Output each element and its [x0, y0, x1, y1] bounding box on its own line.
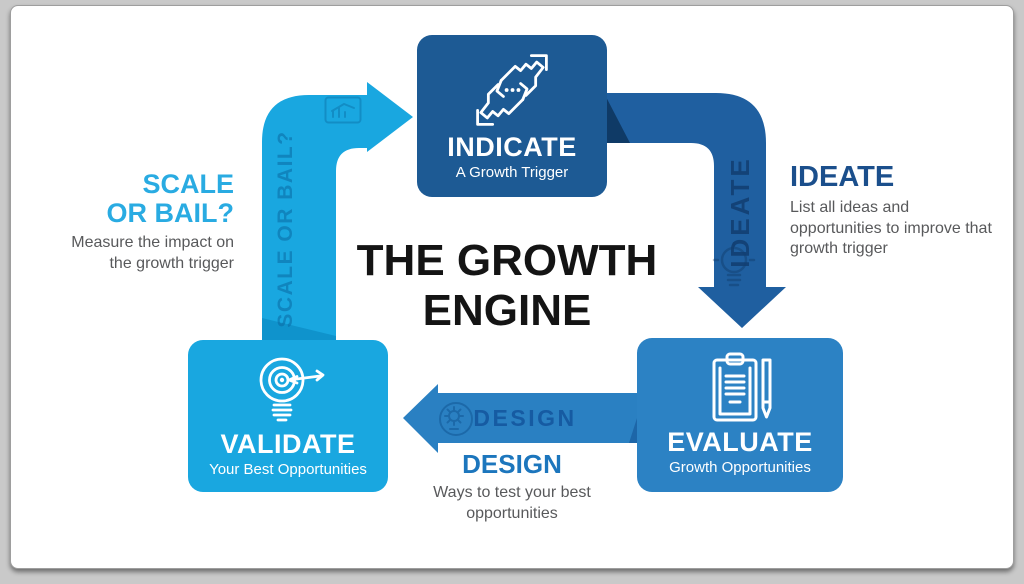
ideate-arrow-ribbon: [597, 93, 786, 328]
lightbulb-icon: [712, 242, 756, 287]
design-arrow-ribbon: [403, 384, 648, 453]
design-callout-heading: DESIGN: [462, 449, 562, 479]
ideate-callout-heading: IDEATE: [790, 161, 895, 193]
ideate-callout: IDEATE List all ideas and opportunities …: [790, 161, 995, 260]
scale-ribbon-label: SCALE OR BAIL?: [274, 130, 297, 328]
scale-heading-line2: OR BAIL?: [106, 198, 235, 229]
evaluate-stage-box: EVALUATE Growth Opportunities: [637, 338, 843, 492]
validate-sublabel: Your Best Opportunities: [209, 461, 367, 479]
evaluate-sublabel: Growth Opportunities: [669, 459, 811, 477]
design-callout-description: Ways to test your best opportunities: [433, 484, 591, 522]
scale-arrow-fold: [262, 318, 336, 346]
validate-stage-box: VALIDATE Your Best Opportunities: [188, 340, 388, 492]
indicate-stage-box: INDICATE A Growth Trigger: [417, 35, 607, 197]
design-ribbon-label: DESIGN: [473, 405, 577, 431]
ideate-callout-description: List all ideas and opportunities to impr…: [790, 199, 992, 258]
bulb-target-icon: [259, 357, 325, 422]
indicate-label: INDICATE: [447, 132, 577, 162]
clipboard-pencil-icon: [712, 352, 772, 422]
indicate-sublabel: A Growth Trigger: [455, 164, 569, 182]
diagram-title: THE GROWTH ENGINE: [330, 236, 684, 335]
hands-growth-trigger-icon: [476, 54, 548, 126]
design-callout: DESIGN Ways to test your best opportunit…: [404, 450, 620, 524]
validate-label: VALIDATE: [220, 429, 356, 459]
scale-callout: SCALE OR BAIL? Measure the impact on the…: [48, 169, 235, 274]
chart-growth-icon: [324, 96, 362, 124]
scale-callout-heading: SCALE OR BAIL?: [48, 169, 235, 229]
scale-arrow-ribbon: [262, 82, 413, 346]
ideate-ribbon-label: IDEATE: [725, 156, 755, 268]
evaluate-label: EVALUATE: [667, 427, 813, 457]
diagram-title-line2: ENGINE: [422, 285, 592, 335]
gear-head-circle-icon: [439, 402, 473, 436]
ideate-arrow-fold: [604, 93, 630, 143]
diagram-title-line1: THE GROWTH: [356, 236, 658, 285]
scale-heading-line1: SCALE: [142, 169, 234, 199]
scale-callout-description: Measure the impact on the growth trigger: [71, 234, 234, 272]
